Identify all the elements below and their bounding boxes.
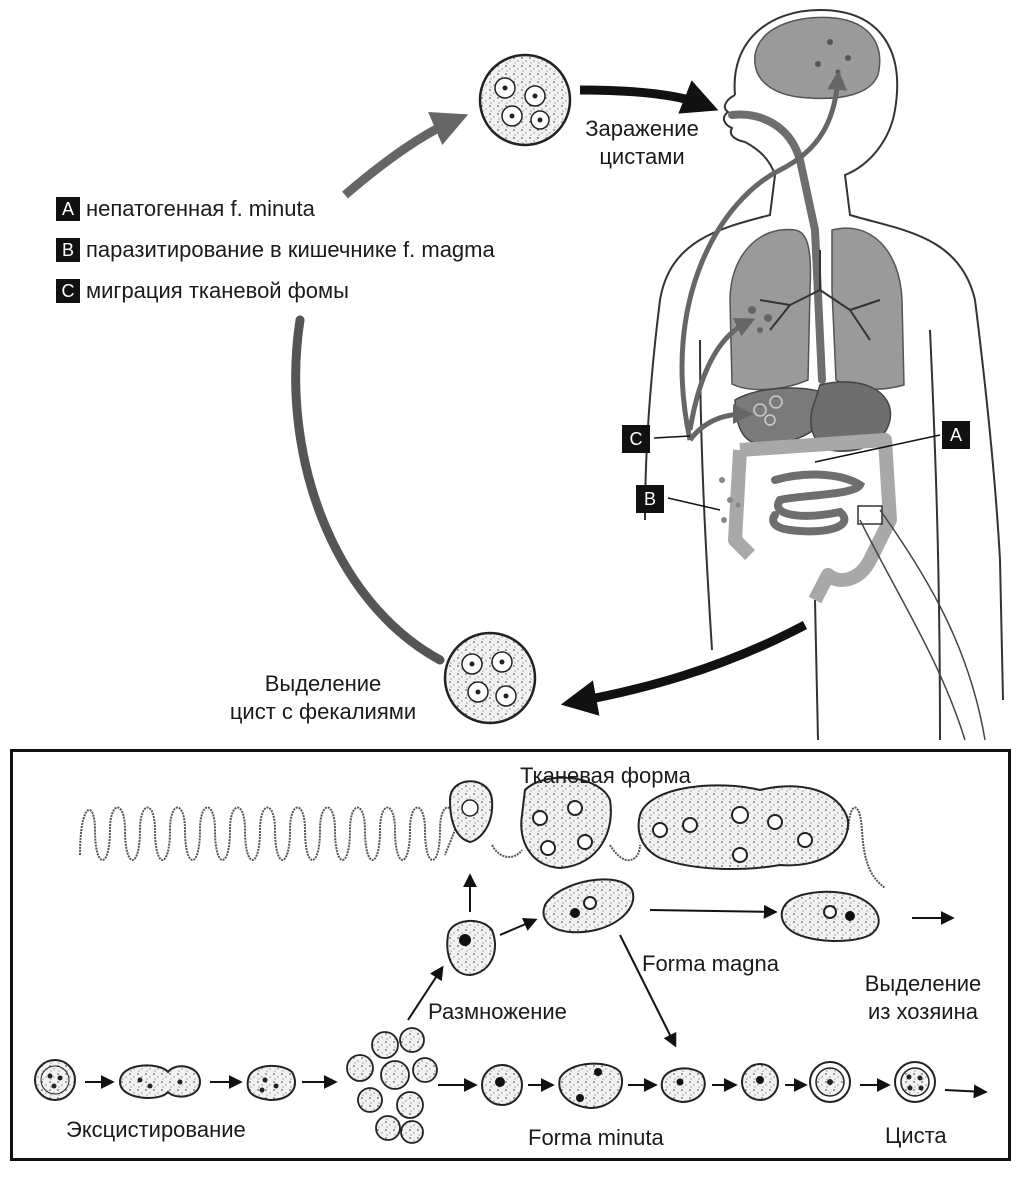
cyst-top bbox=[478, 53, 572, 147]
migration-to-liver-arrow bbox=[688, 404, 753, 442]
magnify-lines bbox=[859, 509, 986, 741]
cycle-arc-left bbox=[291, 315, 445, 665]
host-exit-label-line2: из хозяина bbox=[868, 999, 978, 1024]
excretion-arrow bbox=[560, 621, 808, 716]
infection-arrow bbox=[579, 80, 719, 114]
callout-b-leader bbox=[667, 497, 721, 511]
excretion-label-line1: Выделение bbox=[264, 671, 382, 696]
left-lung bbox=[729, 228, 812, 391]
colon-focus-box bbox=[857, 505, 883, 525]
reproduction-label: Размножение bbox=[428, 999, 567, 1024]
cycle-arrow-up bbox=[342, 111, 469, 199]
callout-c-leader bbox=[653, 435, 691, 439]
human-body-outline bbox=[644, 8, 1004, 741]
legend-key-a: A bbox=[56, 197, 80, 221]
right-lung bbox=[831, 227, 905, 390]
callout-c: C bbox=[622, 425, 650, 453]
legend-text-c: миграция тканевой фомы bbox=[86, 278, 349, 303]
infection-label-line1: Заражение bbox=[585, 116, 699, 141]
legend-item-b: B паразитирование в кишечнике f. magma bbox=[56, 235, 495, 265]
forma-magna-cells bbox=[542, 878, 880, 943]
tissue-form-cells bbox=[448, 776, 850, 870]
panel-arrows bbox=[85, 873, 988, 1099]
infection-label-line2: цистами bbox=[599, 144, 685, 169]
callout-a: A bbox=[942, 421, 970, 449]
trophozoite-cluster bbox=[346, 1027, 438, 1144]
large-intestine bbox=[728, 433, 897, 604]
reproduction-cell bbox=[446, 919, 496, 977]
excystation-label: Эксцистирование bbox=[66, 1117, 246, 1142]
intestine-cyst-dots bbox=[719, 477, 741, 523]
bronchi bbox=[759, 250, 881, 341]
forma-minuta-sequence bbox=[481, 1061, 936, 1110]
lung-cyst-dots bbox=[748, 306, 772, 333]
migration-to-brain-arrow bbox=[679, 70, 848, 441]
legend-item-c: C миграция тканевой фомы bbox=[56, 276, 349, 306]
legend-text-b: паразитирование в кишечнике f. magma bbox=[86, 237, 495, 262]
brain-shape bbox=[754, 16, 881, 100]
excretion-label: Выделение цист с фекалиями bbox=[198, 670, 448, 726]
migration-to-lungs-arrow bbox=[687, 317, 756, 431]
callout-a-leader bbox=[814, 434, 941, 463]
tissue-form-label: Тканевая форма bbox=[520, 763, 691, 788]
legend-item-a: A непатогенная f. minuta bbox=[56, 194, 315, 224]
legend-key-c: C bbox=[56, 279, 80, 303]
excystation-sequence bbox=[34, 1059, 297, 1102]
infection-label: Заражение цистами bbox=[562, 115, 722, 171]
cyst-bottom bbox=[443, 631, 537, 725]
small-intestine bbox=[769, 470, 866, 536]
callout-b: B bbox=[636, 485, 664, 513]
host-exit-label: Выделение из хозяина bbox=[838, 970, 1008, 1026]
legend-text-a: непатогенная f. minuta bbox=[86, 196, 315, 221]
intestine-panel bbox=[10, 749, 1011, 1161]
liver-cyst-dots bbox=[753, 395, 783, 426]
host-exit-label-line1: Выделение bbox=[864, 971, 982, 996]
forma-magna-label: Forma magna bbox=[642, 951, 779, 976]
cyst-label: Циста bbox=[885, 1123, 947, 1148]
forma-minuta-label: Forma minuta bbox=[528, 1125, 664, 1150]
legend-key-b: B bbox=[56, 238, 80, 262]
excretion-label-line2: цист с фекалиями bbox=[229, 699, 417, 724]
